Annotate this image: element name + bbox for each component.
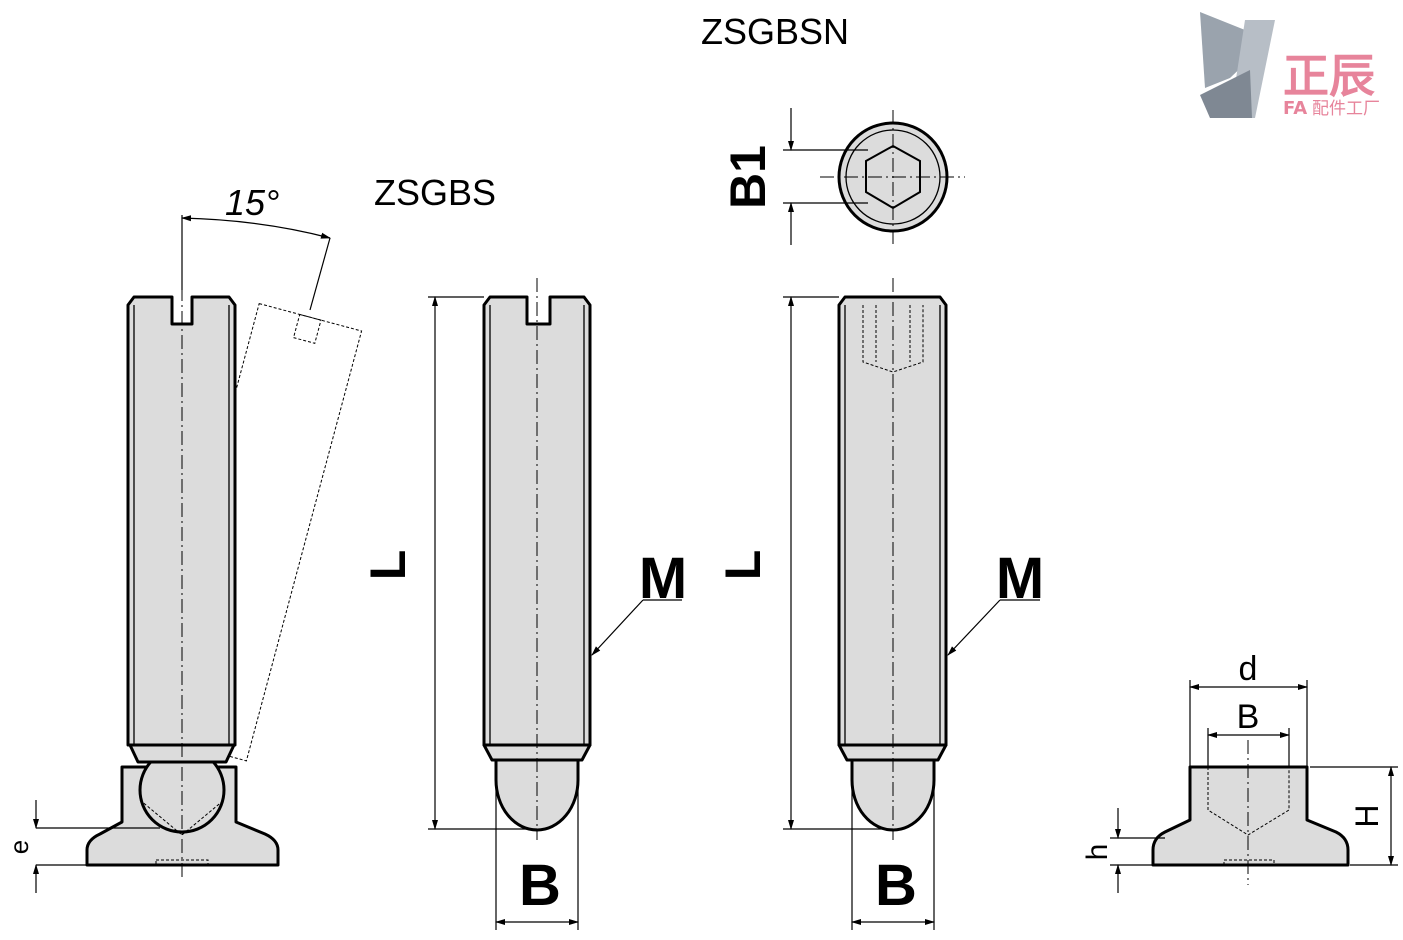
angle-label: 15° — [225, 182, 279, 223]
logo-brand: 正辰 — [1283, 49, 1375, 103]
M-label-right: M — [996, 546, 1044, 611]
B-label-base: B — [1237, 698, 1260, 736]
H-label: H — [1349, 804, 1385, 827]
zsgbs-assembly-view: 15° e — [4, 182, 363, 893]
zsgbsn-side-view: L M B — [715, 278, 1044, 930]
title-zsgbs: ZSGBS — [374, 172, 496, 213]
logo-tagline-prefix: FA — [1283, 98, 1307, 119]
L-label-left: L — [360, 550, 416, 581]
zsgbs-side-view: L M B — [360, 278, 687, 930]
base-detail — [1151, 765, 1350, 867]
h-label: h — [1081, 844, 1114, 861]
logo-tagline: 配件工厂 — [1312, 99, 1380, 119]
B-label-left: B — [519, 853, 561, 918]
d-label: d — [1239, 650, 1258, 688]
M-label-left: M — [639, 546, 687, 611]
B-label-right: B — [875, 853, 917, 918]
base-detail-view: d B H h — [1081, 650, 1398, 893]
logo: 正辰 FA 配件工厂 — [1200, 12, 1380, 119]
zsgbsn-top-view: B1 — [720, 108, 965, 245]
tilted-ghost — [143, 302, 363, 762]
B1-label: B1 — [720, 145, 776, 209]
title-zsgbsn: ZSGBSN — [701, 11, 849, 52]
L-label-right: L — [715, 550, 771, 581]
e-label: e — [4, 840, 34, 854]
